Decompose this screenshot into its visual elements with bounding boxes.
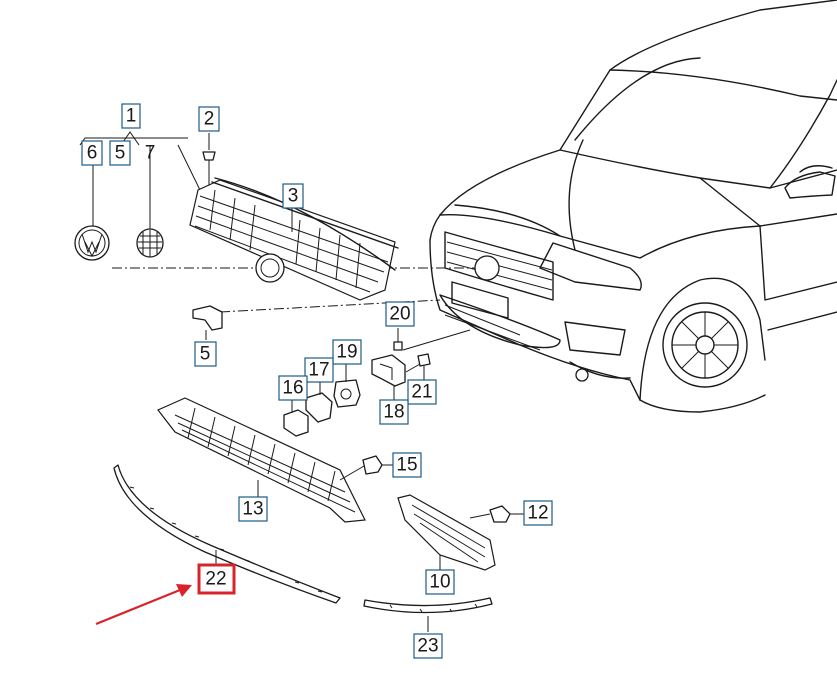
part-label-3[interactable]: 3 [282,183,304,209]
highlight-arrow-icon [95,584,192,626]
mount-bracket [371,328,431,400]
vw-emblem [74,225,110,261]
svg-text:1: 1 [126,106,137,127]
trim-strip-part-23 [363,597,493,632]
svg-text:21: 21 [411,382,432,403]
svg-text:10: 10 [429,572,450,593]
part-label-5-top[interactable]: 5 [109,140,131,166]
bracket-assembly [283,362,361,437]
part-label-12[interactable]: 12 [523,500,553,526]
part-label-17[interactable]: 17 [304,357,334,383]
part-label-2[interactable]: 2 [198,106,220,132]
part-label-13[interactable]: 13 [238,496,268,522]
svg-text:6: 6 [87,143,98,164]
mesh-disc [136,228,164,258]
part-label-1[interactable]: 1 [121,103,141,129]
part-label-16[interactable]: 16 [278,375,308,401]
svg-text:5: 5 [200,344,211,365]
part-label-18[interactable]: 18 [379,399,409,425]
svg-text:19: 19 [336,342,357,363]
part-label-19[interactable]: 19 [332,339,362,365]
svg-text:7: 7 [145,143,156,164]
part-label-7[interactable]: 7 [145,143,156,164]
screw-part-2 [202,133,216,185]
assembly-lines [112,267,475,351]
svg-text:12: 12 [527,503,548,524]
svg-text:20: 20 [389,304,410,325]
part-label-20[interactable]: 20 [385,301,415,327]
svg-text:5: 5 [115,143,126,164]
vehicle-outline [429,0,837,413]
part-label-5-bottom[interactable]: 5 [194,341,217,367]
svg-text:17: 17 [308,360,329,381]
clip-part-12 [469,505,524,523]
part-label-21[interactable]: 21 [407,379,437,405]
main-grille [189,177,399,301]
part-label-10[interactable]: 10 [425,569,455,595]
part-label-6[interactable]: 6 [81,140,103,166]
trim-strip-part-22 [113,464,341,604]
svg-text:13: 13 [242,499,263,520]
part-label-23[interactable]: 23 [413,633,443,659]
svg-text:18: 18 [383,402,404,423]
svg-text:15: 15 [396,455,417,476]
lower-grille [157,397,366,523]
side-grille-part-10 [397,494,496,571]
svg-text:22: 22 [205,569,226,590]
clip-part-5 [192,305,223,340]
part-label-15[interactable]: 15 [392,452,422,478]
part-label-22-highlighted[interactable]: 22 [197,563,236,595]
svg-text:23: 23 [417,636,438,657]
svg-text:2: 2 [204,109,215,130]
svg-text:3: 3 [288,186,299,207]
clip-part-15 [339,455,394,481]
svg-text:16: 16 [282,378,303,399]
